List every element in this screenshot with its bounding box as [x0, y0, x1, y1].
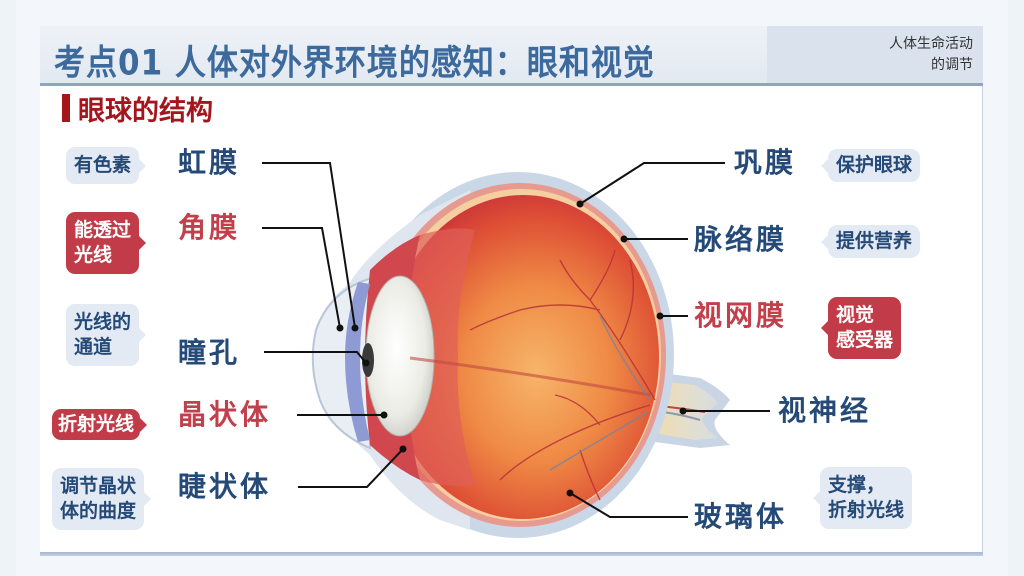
retina-label: 视网膜 [694, 299, 788, 332]
ciliary-body-note-line1: 调节晶状 [60, 475, 137, 497]
retina-note-line1: 视觉 [836, 304, 875, 326]
cornea-note: 能透过 光线 [66, 212, 147, 274]
retina-note: 视觉 感受器 [820, 297, 902, 359]
choroid-label: 脉络膜 [694, 223, 788, 256]
lens-note: 折射光线 [52, 409, 148, 440]
leader-lines [262, 162, 770, 518]
vitreous-body-label: 玻璃体 [694, 500, 788, 533]
pupil-note-line1: 光线的 [74, 311, 132, 333]
chapter-label: 人体生命活动 的调节 [767, 26, 983, 83]
choroid-note: 提供营养 [820, 225, 921, 258]
cornea-label: 角膜 [178, 211, 241, 244]
sclera-note: 保护眼球 [820, 149, 921, 182]
section-heading: 眼球的结构 [62, 88, 213, 128]
iris-shape [345, 282, 370, 442]
vitreous-body-note: 支撑， 折射光线 [812, 467, 913, 529]
retina-note-line2: 感受器 [836, 329, 894, 351]
page-title: 考点01 人体对外界环境的感知：眼和视觉 [54, 42, 655, 84]
blood-vessels [469, 249, 656, 501]
section-heading-text: 眼球的结构 [78, 95, 213, 127]
pupil-note-line2: 通道 [74, 336, 113, 358]
cornea-note-line1: 能透过 [74, 219, 132, 241]
ciliary-body-note-line2: 体的曲度 [60, 500, 137, 522]
lens-label: 晶状体 [178, 398, 272, 431]
cornea-note-line2: 光线 [74, 244, 113, 266]
sclera-label: 巩膜 [734, 146, 797, 179]
iris-label: 虹膜 [178, 146, 241, 179]
pupil-shape [362, 343, 374, 377]
iris-note: 有色素 [66, 147, 147, 184]
slide-header: 考点01 人体对外界环境的感知：眼和视觉 人体生命活动 的调节 [40, 26, 983, 86]
vitreous-body-note-line1: 支撑， [828, 474, 886, 496]
chapter-label-line2: 的调节 [931, 57, 973, 73]
section-marker-bar [62, 94, 70, 122]
pupil-note: 光线的 通道 [66, 304, 147, 366]
bottom-divider [40, 552, 983, 556]
lens-shape [365, 275, 435, 437]
vitreous-body-note-line2: 折射光线 [828, 499, 905, 521]
ciliary-body-label: 睫状体 [178, 470, 272, 503]
optic-nerve-label: 视神经 [778, 394, 872, 427]
ciliary-body-note: 调节晶状 体的曲度 [52, 468, 152, 530]
chapter-label-line1: 人体生命活动 [889, 36, 973, 52]
pupil-label: 瞳孔 [178, 336, 241, 369]
leader-dots [336, 200, 687, 497]
